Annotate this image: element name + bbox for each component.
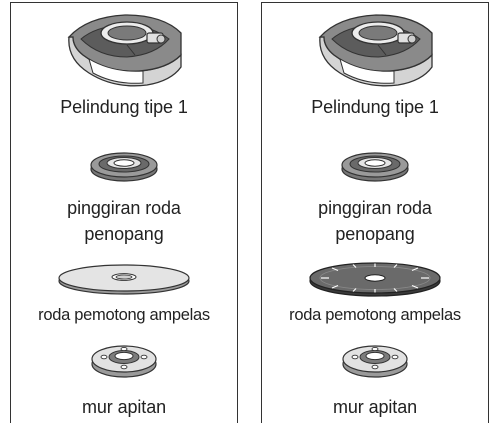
clamp-nut-icon: [91, 345, 157, 378]
backing-flange-label-line1: pinggiran roda: [318, 198, 432, 218]
backing-flange-icon: [341, 152, 409, 182]
backing-flange-label-line1: pinggiran roda: [67, 198, 181, 218]
panel-right: Pelindung tipe 1 pinggiran roda penopang: [261, 2, 489, 423]
clamp-nut-icon: [342, 345, 408, 378]
clamp-nut-illustration: [340, 339, 410, 381]
diamond-wheel-illustration: [307, 259, 443, 299]
clamp-nut-illustration: [89, 339, 159, 381]
backing-flange-label-line2: penopang: [335, 224, 415, 244]
abrasive-wheel-illustration: [56, 262, 192, 296]
backing-flange-illustration: [89, 149, 159, 183]
backing-flange-icon: [90, 152, 158, 182]
backing-flange-illustration: [340, 149, 410, 183]
backing-flange-label-line2: penopang: [84, 224, 164, 244]
guard-label: Pelindung tipe 1: [311, 97, 439, 117]
abrasive-disc-icon: [58, 264, 190, 295]
guard-illustration: [310, 11, 440, 97]
clamp-nut-label: mur apitan: [332, 397, 418, 417]
panel-left: Pelindung tipe 1 pinggiran roda penopang…: [10, 2, 238, 423]
guard-label: Pelindung tipe 1: [60, 97, 188, 117]
clamp-nut-label: mur apitan: [81, 397, 167, 417]
diamond-wheel-label: roda pemotong ampelas: [289, 306, 461, 324]
guard-icon: [318, 14, 433, 87]
segmented-diamond-disc-icon: [309, 262, 441, 297]
guard-icon: [67, 14, 182, 87]
abrasive-wheel-label: roda pemotong ampelas: [38, 306, 210, 324]
guard-illustration: [59, 11, 189, 97]
